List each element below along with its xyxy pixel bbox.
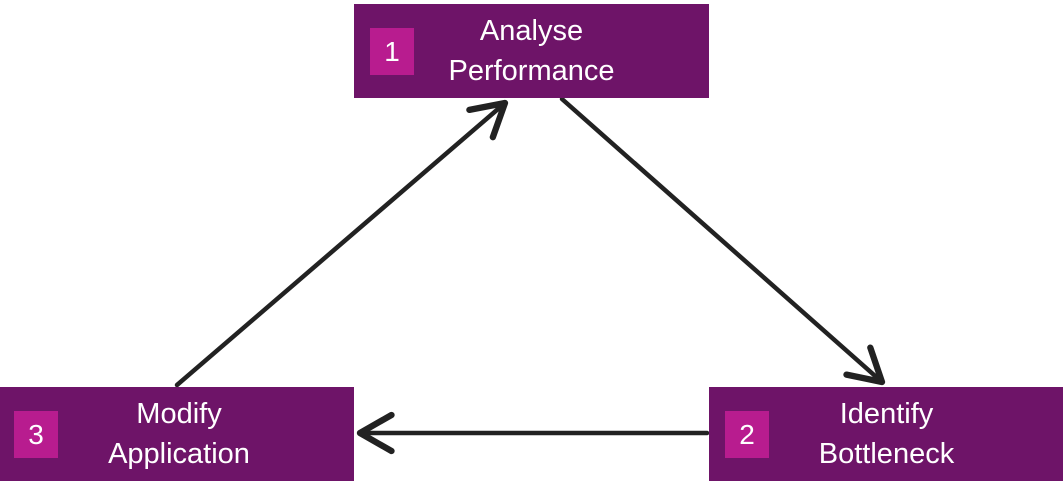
- node-label: Modify Application: [68, 394, 290, 474]
- node-label-line2: Performance: [448, 55, 615, 87]
- node-identify-bottleneck: 2 Identify Bottleneck: [709, 387, 1063, 481]
- arrow-modify-to-analyse: [174, 99, 509, 388]
- step-number-badge: 3: [14, 411, 58, 458]
- arrow-analyse-to-identify: [559, 96, 886, 386]
- node-label-line2: Application: [108, 438, 250, 470]
- node-analyse-performance: 1 Analyse Performance: [354, 4, 709, 98]
- node-label-line2: Bottleneck: [818, 438, 955, 470]
- node-label: Analyse Performance: [424, 11, 639, 91]
- node-label: Identify Bottleneck: [779, 394, 994, 474]
- step-number-badge: 1: [370, 28, 414, 75]
- node-label-line1: Identify: [839, 398, 934, 430]
- step-number-badge: 2: [725, 411, 769, 458]
- node-label-line1: Analyse: [479, 15, 584, 47]
- node-label-line1: Modify: [136, 398, 222, 430]
- node-modify-application: 3 Modify Application: [0, 387, 354, 481]
